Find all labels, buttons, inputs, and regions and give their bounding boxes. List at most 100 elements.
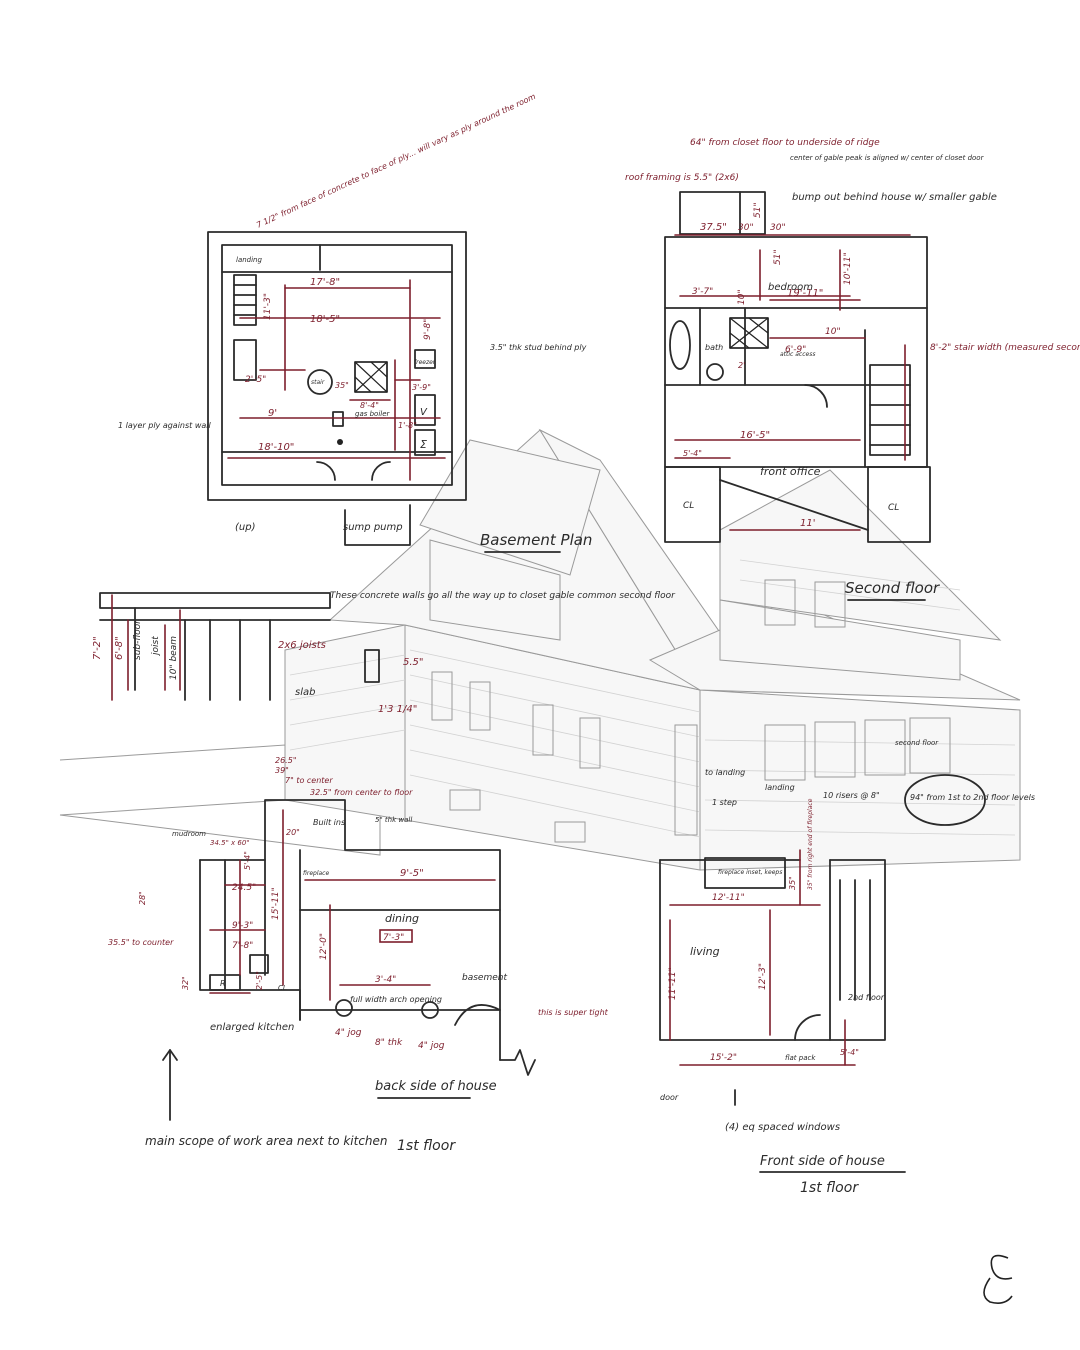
back-first-title: back side of house: [375, 1079, 497, 1094]
bf-dim-17: 12'-0": [319, 933, 329, 960]
bf-label-mudroom: mudroom: [172, 830, 206, 838]
sf-dim-13: 5'-4": [683, 449, 702, 458]
bf-dim-6: 28": [138, 891, 147, 905]
bsmt-dim-8: 8'-4": [360, 401, 379, 410]
sect-label-joist: joist: [151, 636, 161, 657]
house-render: [59, 428, 1021, 871]
front-first-subtitle: 1st floor: [800, 1180, 859, 1196]
bf-dim-12: 32": [181, 976, 190, 990]
bsmt-label-landing: landing: [236, 256, 262, 264]
bsmt-label-sigma: Σ: [420, 438, 427, 451]
bf-label-cl: CL: [278, 984, 287, 992]
ff-note-windows: (4) eq spaced windows: [725, 1122, 840, 1133]
bf-dim-14: 20": [286, 828, 300, 837]
bf-label-wall: 5" thk wall: [375, 816, 412, 824]
bsmt-label-stair: stair: [311, 379, 325, 386]
bf-dim-11: 7'-8": [232, 941, 253, 951]
ff-label-step: 1 step: [712, 798, 737, 807]
back-first-floor-plan: 26.5" 39" 7" to center 32.5" from center…: [108, 756, 609, 1154]
bf-dim-4: 34.5" x 60": [210, 839, 250, 847]
sf-note-peak: center of gable peak is aligned w/ cente…: [790, 154, 985, 162]
bf-dim-13: 2'-5": [255, 971, 264, 990]
bf-dim-2: 7" to center: [285, 776, 333, 785]
bsmt-dim-10: 1'-8": [398, 421, 417, 430]
bf-dim-7: 35.5" to counter: [108, 938, 174, 947]
sf-dim-3: 51": [753, 202, 763, 218]
sf-dim-10: 6'-9": [785, 345, 806, 355]
sect-label-slab: slab: [295, 687, 315, 698]
sf-dim-14: 11': [800, 518, 815, 529]
bsmt-dim-1: 18'-5": [310, 314, 340, 325]
bsmt-dim-2: 11'-3": [263, 293, 273, 320]
signature-logo: [983, 1254, 1013, 1304]
basement-title: Basement Plan: [480, 531, 592, 549]
sf-label-bedroom: bedroom: [768, 282, 813, 293]
ff-label-flatpack: flat pack: [785, 1054, 816, 1062]
sf-dim-6: 3'-7": [692, 287, 713, 297]
sf-label-bath: bath: [705, 343, 723, 352]
sect-dim-0: 7'-2": [92, 636, 103, 660]
bsmt-note-concrete: 7 1/2" from face of concrete to face of …: [255, 92, 537, 230]
bf-dim-15: 9'-5": [400, 868, 424, 879]
bf-dim-21: 4" jog: [418, 1041, 445, 1051]
bf-dim-16: 7'-3": [383, 933, 404, 943]
sf-dim-8: 19'-11": [787, 288, 823, 299]
bf-dim-19: 4" jog: [335, 1028, 362, 1038]
ff-dim-5: 35": [788, 876, 797, 890]
second-floor-title: Second floor: [845, 579, 940, 597]
sf-dim-11: 2': [738, 361, 745, 370]
bsmt-note-stud: 3.5" thk stud behind ply: [490, 343, 587, 352]
sf-label-cl1: CL: [683, 501, 694, 511]
bsmt-label-sump: sump pump: [343, 522, 403, 533]
bsmt-label-boiler: gas boiler: [355, 410, 391, 418]
bf-dim-9: 15'-11": [271, 887, 281, 920]
sf-note-stair: 8'-2" stair width (measured second wall): [930, 343, 1080, 353]
ff-label-second: second floor: [895, 739, 939, 747]
bf-label-arch: full width arch opening: [350, 995, 442, 1004]
sect-label-beam: 10" beam: [169, 636, 179, 680]
front-first-floor-plan: 12'-11" 11'-11" 12'-3" 15'-2" 5'-4" 35" …: [659, 739, 1035, 1196]
bsmt-dim-3: 9'-8": [423, 319, 433, 340]
bsmt-dim-7: 18'-10": [258, 442, 294, 453]
sf-note-bump: bump out behind house w/ smaller gable: [792, 192, 997, 203]
bf-dim-20: 8" thk: [375, 1038, 403, 1048]
front-first-title: Front side of house: [760, 1154, 885, 1169]
sf-dim-9: 10": [825, 327, 841, 337]
sect-dim-1: 6'-8": [114, 636, 125, 660]
bsmt-dim-6: 9': [268, 408, 277, 419]
bf-dim-0: 26.5": [275, 756, 297, 765]
bf-label-kitchen: enlarged kitchen: [210, 1022, 294, 1033]
sf-label-office: front office: [760, 465, 821, 478]
ff-note-center: 35" from right end of fireplace: [807, 798, 814, 890]
bsmt-dim-9: 3'-9": [412, 383, 431, 392]
sf-dim-7: 10": [737, 289, 747, 305]
bf-dim-5: 24.5": [232, 883, 256, 893]
sect-dim-55: 5.5": [403, 657, 424, 668]
back-first-subtitle: 1st floor: [397, 1138, 456, 1154]
bf-label-builtins: Built ins: [313, 818, 345, 827]
bf-label-tight: this is super tight: [538, 1008, 609, 1017]
bsmt-dim-4: 2'-5": [245, 375, 266, 385]
ff-label-door: door: [660, 1093, 679, 1102]
ff-label-tolanding: to landing: [705, 768, 745, 777]
ff-note-levels: 94" from 1st to 2nd floor levels: [910, 793, 1035, 802]
sect-dim-1314: 1'3 1/4": [378, 704, 417, 715]
bsmt-label-freezer: freezer: [414, 359, 436, 366]
ff-dim-2: 12'-3": [758, 963, 768, 990]
sf-label-cl2: CL: [888, 503, 899, 513]
bf-dim-10: 9'-3": [232, 921, 253, 931]
ff-label-landing: landing: [765, 783, 795, 792]
bf-note-scope: main scope of work area next to kitchen: [145, 1134, 388, 1148]
ff-label-2nd: 2nd floor: [848, 993, 885, 1002]
sf-dim-2: 30": [770, 223, 786, 233]
bsmt-note-walls: These concrete walls go all the way up t…: [330, 591, 676, 601]
ff-dim-1: 11'-11": [668, 967, 678, 1000]
sect-label-joists: 2x6 joists: [278, 640, 326, 651]
sf-note-roof: roof framing is 5.5" (2x6): [625, 173, 739, 183]
wall-section: 7'-2" 6'-8" sub-floor joist 10" beam 2x6…: [92, 592, 424, 715]
bf-label-r: R: [220, 979, 226, 988]
ff-dim-4: 5'-4": [840, 1048, 859, 1057]
ff-label-living: living: [690, 945, 720, 958]
sf-dim-4: 51": [773, 249, 783, 265]
